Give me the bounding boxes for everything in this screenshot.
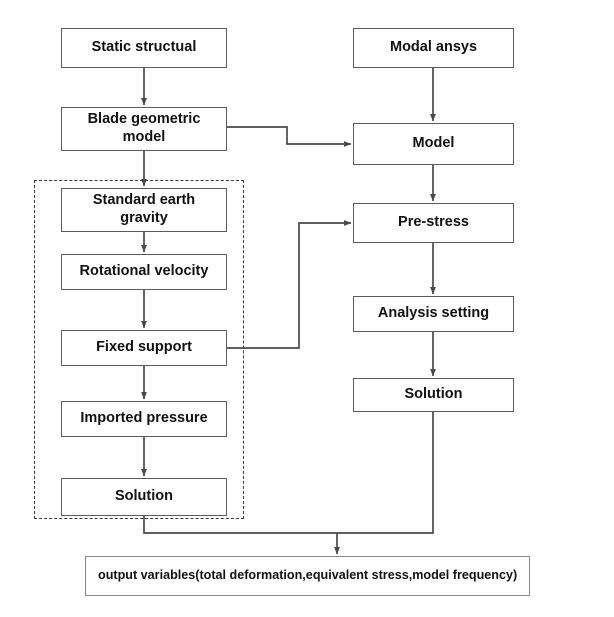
node-solution-right-label: Solution bbox=[404, 386, 463, 403]
node-standard-earth-gravity[interactable]: Standard earth gravity bbox=[61, 188, 227, 232]
node-modal-ansys[interactable]: Modal ansys bbox=[353, 28, 514, 68]
connector-fixed-to-prestress bbox=[227, 220, 352, 349]
node-model-label: Model bbox=[412, 135, 455, 152]
node-imported-pressure[interactable]: Imported pressure bbox=[61, 401, 227, 437]
static-structural-group-box bbox=[34, 180, 244, 519]
node-standard-earth-gravity-label: Standard earth gravity bbox=[85, 192, 203, 227]
node-solution-right[interactable]: Solution bbox=[353, 378, 514, 412]
node-rotational-velocity-label: Rotational velocity bbox=[79, 263, 209, 280]
node-analysis-setting-label: Analysis setting bbox=[377, 305, 490, 322]
node-standard-earth-gravity-line2: gravity bbox=[120, 210, 168, 226]
node-rotational-velocity[interactable]: Rotational velocity bbox=[61, 254, 227, 290]
node-blade-geometric-model[interactable]: Blade geometric model bbox=[61, 107, 227, 151]
node-blade-geometric-model-label: Blade geometric model bbox=[80, 111, 209, 146]
node-modal-ansys-label: Modal ansys bbox=[389, 39, 478, 56]
node-fixed-support-label: Fixed support bbox=[96, 339, 192, 356]
node-pre-stress[interactable]: Pre-stress bbox=[353, 203, 514, 243]
connector-solution-right-to-merge bbox=[337, 412, 434, 534]
node-analysis-setting[interactable]: Analysis setting bbox=[353, 296, 514, 332]
node-output-variables[interactable]: output variables(total deformation,equiv… bbox=[85, 556, 530, 596]
node-blade-geometric-model-line1: Blade geometric bbox=[87, 111, 201, 128]
node-blade-geometric-model-line2: model bbox=[122, 129, 166, 145]
node-pre-stress-label: Pre-stress bbox=[398, 214, 469, 231]
node-static-structural[interactable]: Static structual bbox=[61, 28, 227, 68]
node-solution-left-label: Solution bbox=[115, 488, 173, 505]
node-solution-left[interactable]: Solution bbox=[61, 478, 227, 516]
connector-blade-to-model bbox=[227, 126, 352, 148]
node-model[interactable]: Model bbox=[353, 123, 514, 165]
node-output-variables-label: output variables(total deformation,equiv… bbox=[98, 568, 518, 583]
node-standard-earth-gravity-line1: Standard earth bbox=[92, 192, 196, 209]
node-static-structural-label: Static structual bbox=[91, 39, 197, 56]
node-imported-pressure-label: Imported pressure bbox=[80, 410, 208, 427]
node-fixed-support[interactable]: Fixed support bbox=[61, 330, 227, 366]
connector-solution-left-to-merge bbox=[143, 516, 337, 534]
